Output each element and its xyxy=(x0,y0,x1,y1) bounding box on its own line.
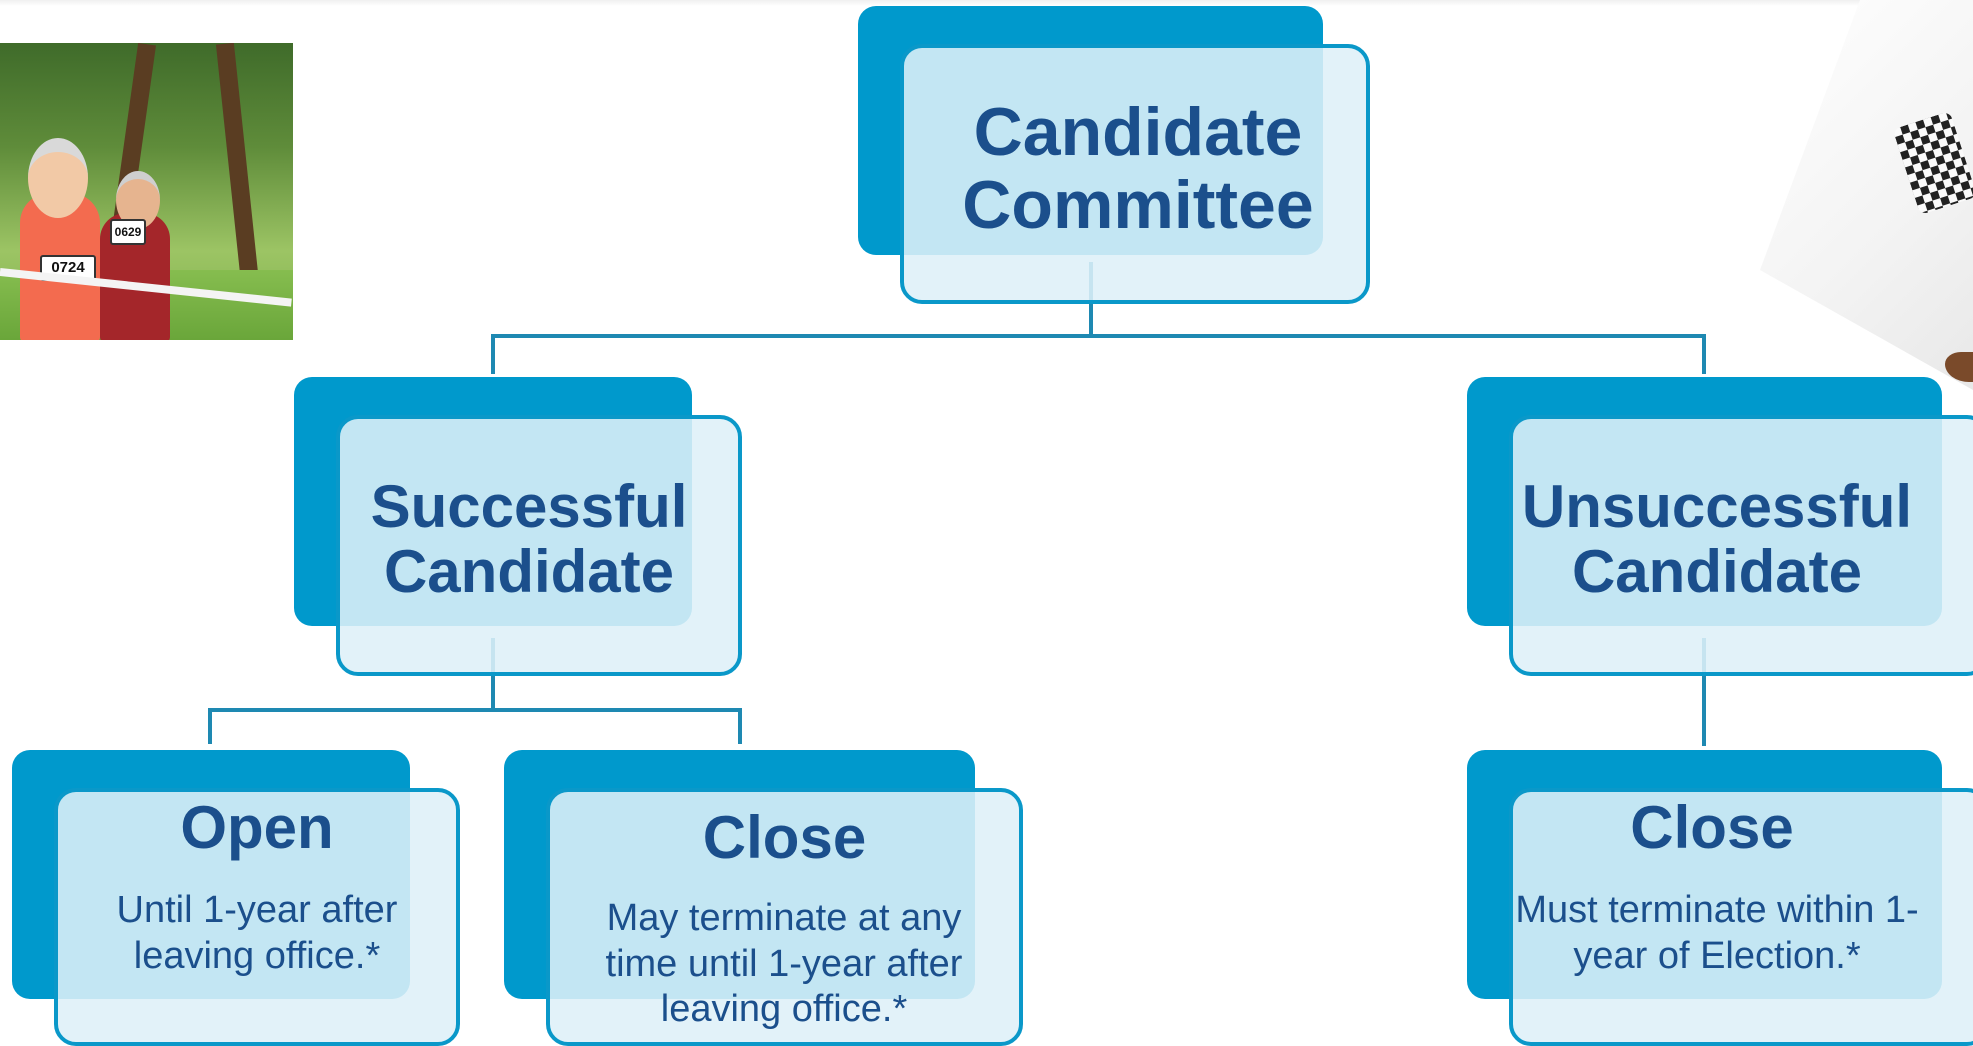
connector-line xyxy=(1702,334,1706,374)
race-bib: 0629 xyxy=(110,219,146,245)
leaf-title: Close xyxy=(1630,794,1794,861)
connector-line xyxy=(491,334,1706,338)
connector-line xyxy=(1702,638,1706,746)
leaf-node-close: Close Must terminate within 1-year of El… xyxy=(1467,750,1973,1046)
leaf-node-close: Close May terminate at any time until 1-… xyxy=(504,750,1023,1046)
leaf-title: Open xyxy=(180,794,334,861)
leaf-node-open: Open Until 1-year after leaving office.* xyxy=(12,750,460,1046)
root-title: Candidate Committee xyxy=(962,94,1314,244)
leaf-description: May terminate at any time until 1-year a… xyxy=(605,897,963,1031)
leaf-title: Close xyxy=(702,804,867,871)
branch-node-successful: Successful Candidate xyxy=(294,377,742,676)
root-node: Candidate Committee xyxy=(858,6,1370,304)
leaf-description: Must terminate within 1-year of Election… xyxy=(1515,889,1919,977)
connector-line xyxy=(491,334,495,374)
connector-line xyxy=(208,708,742,712)
leaf-description: Until 1-year after leaving office.* xyxy=(116,889,398,977)
connector-line xyxy=(738,708,742,744)
race-finish-photo: 0724 0629 xyxy=(0,43,293,340)
top-border xyxy=(0,0,1973,6)
branch-node-unsuccessful: Unsuccessful Candidate xyxy=(1467,377,1973,676)
branch-title: Unsuccessful Candidate xyxy=(1521,473,1913,605)
connector-line xyxy=(208,708,212,744)
branch-title: Successful Candidate xyxy=(370,473,688,605)
